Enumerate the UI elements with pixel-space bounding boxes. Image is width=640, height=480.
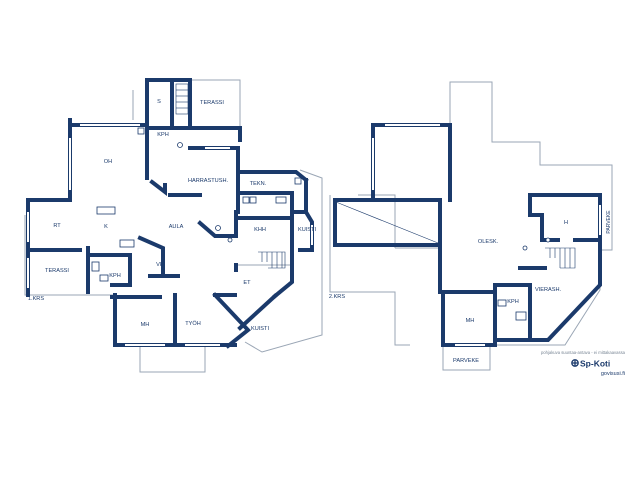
room-label-harrastush: HARRASTUSH. bbox=[188, 178, 229, 184]
upper-floor-labels: OLESK. H PARVEKE KPH VIERASH. MH PARVEKE… bbox=[329, 210, 612, 364]
upper-floor-plan: OLESK. H PARVEKE KPH VIERASH. MH PARVEKE… bbox=[329, 81, 613, 371]
ground-floor-plan: S TERASSI KPH OH HARRASTUSH. TEKN. RT K … bbox=[24, 78, 323, 373]
room-label-vierash: VIERASH. bbox=[535, 287, 562, 293]
room-label-s: S bbox=[157, 99, 161, 105]
room-label-kuisti-right: KUISTI bbox=[298, 227, 316, 233]
room-label-h: H bbox=[564, 220, 568, 226]
ground-floor-fixtures bbox=[91, 127, 302, 282]
room-label-mh: MH bbox=[141, 322, 150, 328]
room-label-rt: RT bbox=[53, 223, 61, 229]
brand-logo-icon bbox=[571, 359, 579, 367]
room-label-parveke-bottom: PARVEKE bbox=[453, 358, 479, 364]
room-label-k: K bbox=[104, 224, 108, 230]
room-label-vh: VH bbox=[156, 262, 164, 268]
room-label-oh: OH bbox=[104, 159, 112, 165]
room-label-aula: AULA bbox=[169, 224, 184, 230]
disclaimer-text: pohjakuva suuntaa-antava - ei mittakaava… bbox=[541, 350, 626, 355]
room-label-kuisti-bottom: KUISTI bbox=[251, 326, 269, 332]
room-label-kph-top: KPH bbox=[157, 132, 169, 138]
ground-floor-walls bbox=[26, 78, 314, 349]
ground-floor-windows bbox=[26, 123, 314, 347]
room-label-tekn: TEKN. bbox=[250, 181, 267, 187]
room-label-khh: KHH bbox=[254, 227, 266, 233]
room-label-mh-upper: MH bbox=[466, 318, 475, 324]
upper-floor-walls bbox=[333, 123, 602, 347]
room-label-olesk: OLESK. bbox=[478, 239, 499, 245]
brand-website: govisusi.fi bbox=[601, 371, 625, 377]
brand-name: Sp-Koti bbox=[580, 359, 610, 369]
upper-floor-windows bbox=[371, 123, 602, 347]
room-label-parveke-right: PARVEKE bbox=[606, 210, 612, 234]
ground-floor-labels: S TERASSI KPH OH HARRASTUSH. TEKN. RT K … bbox=[28, 99, 317, 332]
room-label-wc: WC bbox=[215, 234, 224, 240]
room-label-kph-left: KPH bbox=[109, 273, 121, 279]
ground-floor-stairs bbox=[175, 83, 286, 269]
room-label-terassi-top: TERASSI bbox=[200, 100, 224, 106]
floor-label-upper: 2.KRS bbox=[329, 294, 345, 300]
footer: pohjakuva suuntaa-antava - ei mittakaava… bbox=[541, 350, 626, 377]
room-label-et: ET bbox=[243, 280, 251, 286]
room-label-terassi-left: TERASSI bbox=[45, 268, 69, 274]
room-label-tyoh: TYÖH bbox=[185, 320, 201, 327]
ground-floor-outlines bbox=[24, 79, 323, 373]
upper-floor-fixtures bbox=[497, 237, 551, 321]
upper-floor-stairs bbox=[335, 201, 576, 269]
room-label-kph-upper: KPH bbox=[507, 299, 519, 305]
upper-floor-outlines bbox=[329, 81, 613, 371]
floor-label-ground: 1.KRS bbox=[28, 296, 44, 302]
